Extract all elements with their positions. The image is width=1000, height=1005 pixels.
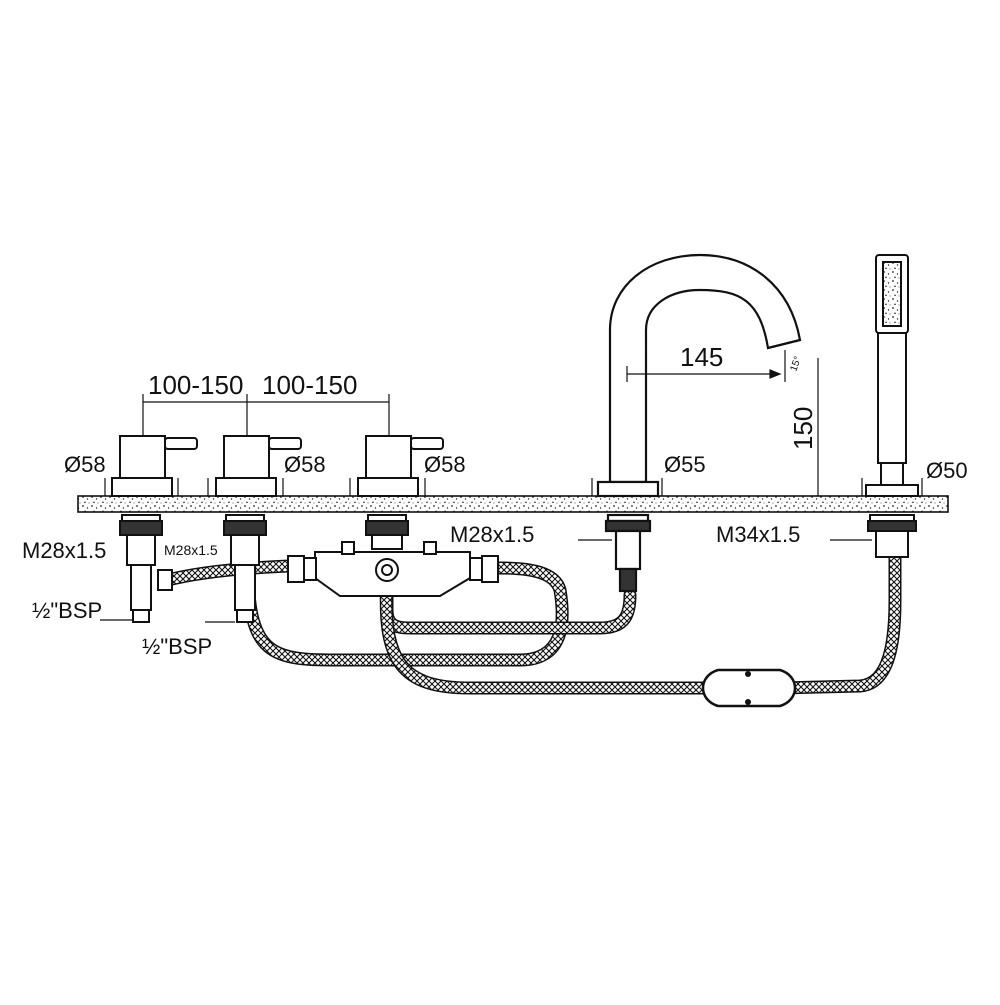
diameter-label-valve-2: Ø58 <box>284 452 326 477</box>
countertop <box>77 495 949 513</box>
valve-1 <box>111 435 198 623</box>
valve-2 <box>215 435 302 623</box>
diameter-label-valve-3: Ø58 <box>424 452 466 477</box>
diameter-label-spout: Ø55 <box>664 452 706 477</box>
spacing-label-2: 100-150 <box>262 370 357 400</box>
valve-3 <box>357 435 444 550</box>
dimension-lines <box>100 350 923 623</box>
diameter-label-valve-1: Ø58 <box>64 452 106 477</box>
thread-label-shower: M34x1.5 <box>716 522 800 547</box>
thread-label-valve-1: M28x1.5 <box>22 538 106 563</box>
hose-weight <box>701 668 797 708</box>
mixer-block <box>287 541 499 597</box>
hand-shower <box>865 254 919 558</box>
hoses <box>161 548 902 695</box>
diameter-label-shower: Ø50 <box>926 458 968 483</box>
spout-height-label: 150 <box>788 407 818 450</box>
spout-angle-label: 15° <box>788 355 804 373</box>
bsp-label-valve-2: ½"BSP <box>142 634 212 659</box>
labels: 100-150 100-150 Ø58 Ø58 Ø58 Ø55 Ø50 145 … <box>22 342 968 659</box>
thread-label-valve-2: M28x1.5 <box>164 542 218 558</box>
thread-label-spout: M28x1.5 <box>450 522 534 547</box>
spout-reach-label: 145 <box>680 342 723 372</box>
hose-shower-riser <box>773 548 902 695</box>
spout <box>596 253 802 593</box>
spacing-label-1: 100-150 <box>148 370 243 400</box>
bsp-label-valve-1: ½"BSP <box>32 598 102 623</box>
